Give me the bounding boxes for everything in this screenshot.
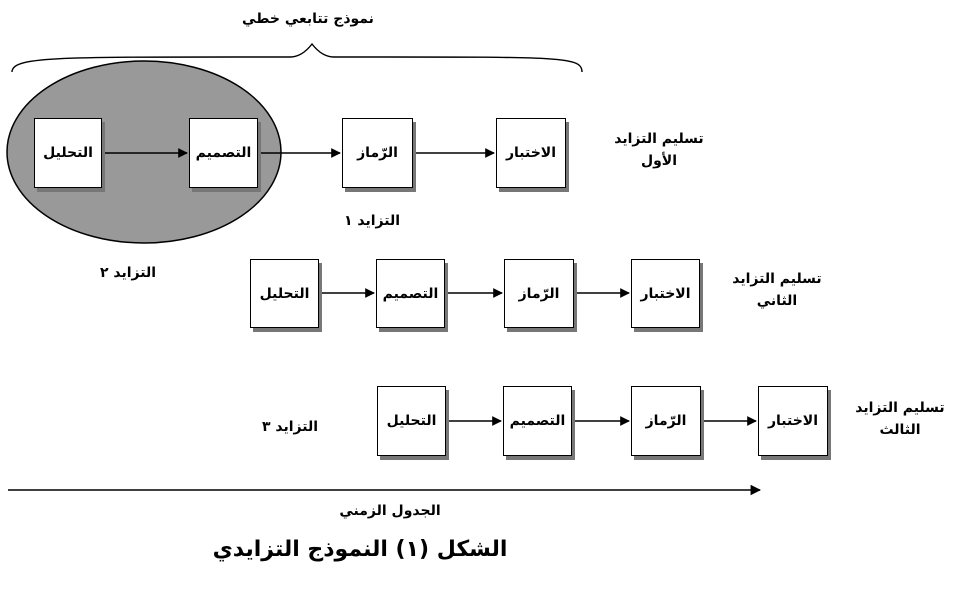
r3-analysis-box: التحليل [377,386,446,456]
timeline-label: الجدول الزمني [339,503,441,519]
r3-coding-box: الرّماز [631,386,701,456]
r2-delivery-label: تسليم التزايد الثاني [722,268,832,312]
r3-design-box: التصميم [503,386,572,456]
r1-testing-box: الاختبار [496,118,566,188]
r2-delivery-line2: الثاني [756,293,798,309]
r1-delivery-line1: تسليم التزايد [614,131,704,147]
linear-sequence-label: نموذج تتابعي خطي [242,11,374,27]
increment-3-label: التزايد ٣ [261,419,319,435]
r1-coding-box: الرّماز [342,118,413,188]
r1-analysis-box: التحليل [34,118,102,188]
r3-delivery-label: تسليم التزايد الثالث [844,397,956,441]
r2-coding-box: الرّماز [504,259,574,328]
figure-caption: الشكل (١) النموذج التزايدي [212,537,508,562]
r2-delivery-line1: تسليم التزايد [732,271,822,287]
r3-testing-box: الاختبار [758,386,828,456]
r2-testing-box: الاختبار [631,259,700,328]
r1-delivery-line2: الأول [640,153,678,169]
linear-sequence-brace [11,42,583,73]
increment-2-label: التزايد ٢ [99,265,157,281]
r3-delivery-line2: الثالث [879,422,921,438]
r2-analysis-box: التحليل [250,259,319,328]
r1-design-box: التصميم [189,118,258,188]
increment-2-ellipse [6,60,282,244]
r3-delivery-line1: تسليم التزايد [855,400,945,416]
increment-1-label: التزايد ١ [343,213,401,229]
r1-delivery-label: تسليم التزايد الأول [604,128,714,172]
r2-design-box: التصميم [376,259,445,328]
